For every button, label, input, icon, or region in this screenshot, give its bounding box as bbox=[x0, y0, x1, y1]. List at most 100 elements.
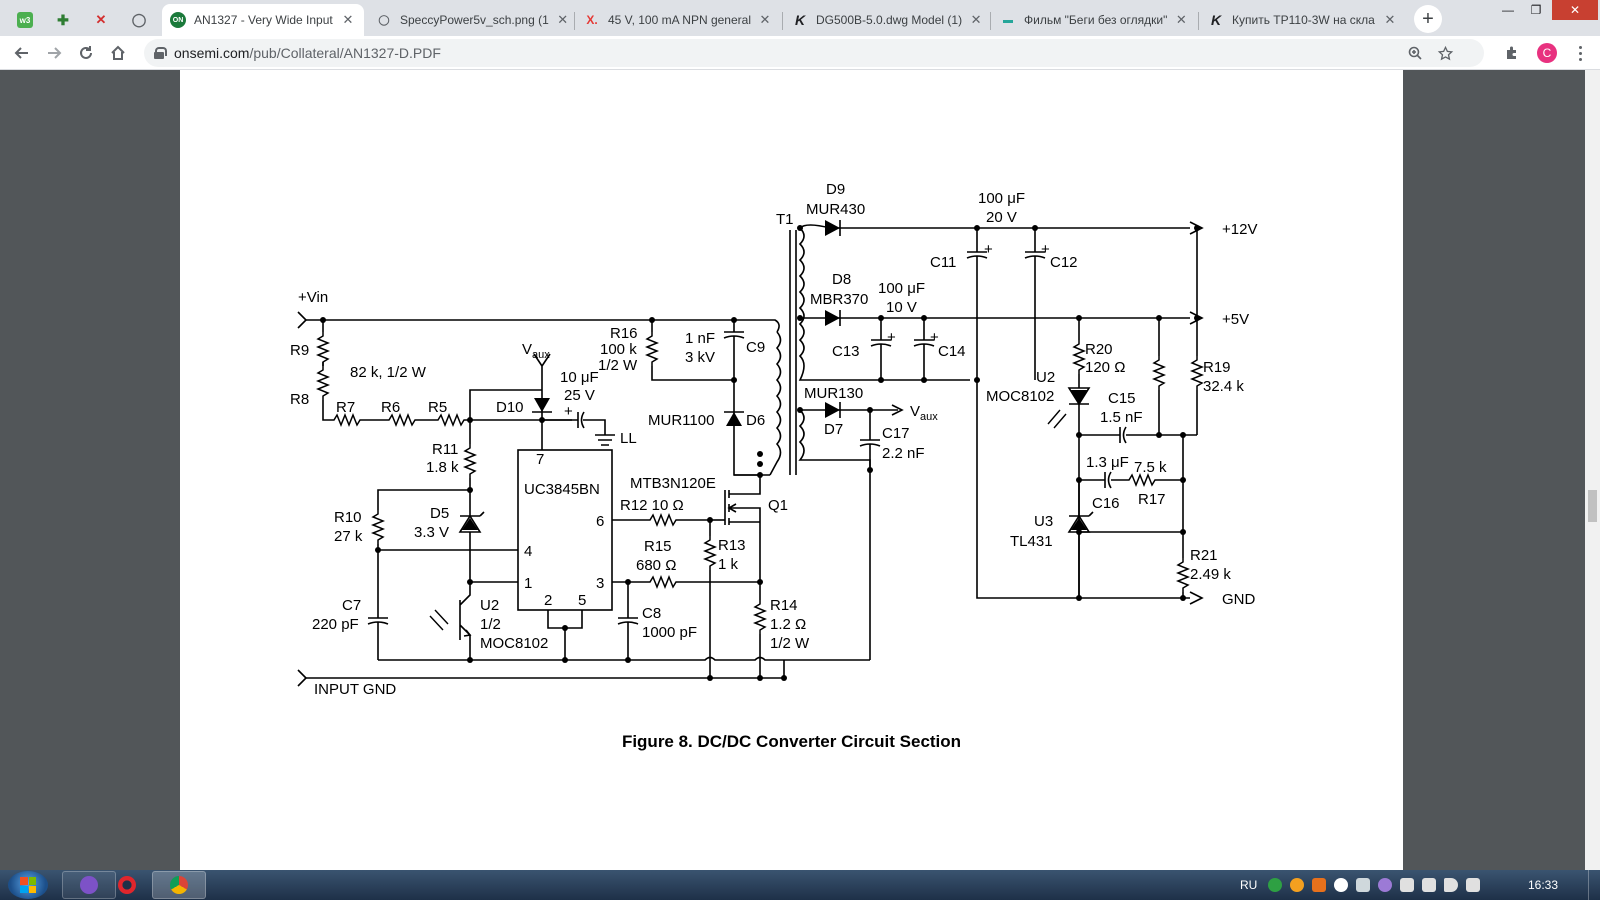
close-tab-icon[interactable]: ✕ bbox=[970, 12, 982, 27]
label-c9: C9 bbox=[746, 339, 765, 356]
lock-icon bbox=[154, 47, 167, 59]
network-icon[interactable] bbox=[1422, 878, 1436, 892]
close-tab-icon[interactable]: ✕ bbox=[342, 12, 354, 27]
label-pin3: 3 bbox=[596, 575, 604, 592]
label-r13: R13 bbox=[718, 537, 746, 554]
sync-icon[interactable] bbox=[1334, 878, 1348, 892]
film-icon: ▬ bbox=[1003, 14, 1013, 26]
tab-title: SpeccyPower5v_sch.png (1 bbox=[400, 13, 549, 27]
label-pin5: 5 bbox=[578, 592, 586, 609]
start-button[interactable] bbox=[8, 871, 48, 899]
label-c13-voltage: 10 V bbox=[886, 299, 917, 316]
tab-title: Купить TP110-3W на скла bbox=[1232, 13, 1375, 27]
new-tab-button[interactable]: + bbox=[1414, 5, 1442, 33]
app-tray-icon[interactable] bbox=[1312, 878, 1326, 892]
bookmark-star-icon[interactable] bbox=[1434, 42, 1456, 64]
pinned-tab-extension[interactable]: ✚ bbox=[46, 4, 80, 36]
puzzle-icon: ✚ bbox=[57, 11, 69, 28]
label-r5: R5 bbox=[428, 399, 447, 416]
dot-icon bbox=[1578, 51, 1582, 55]
close-tab-icon[interactable]: ✕ bbox=[1384, 12, 1396, 27]
label-tl431: TL431 bbox=[1010, 533, 1053, 550]
label-c11: C11 bbox=[930, 254, 956, 271]
scrollbar-thumb[interactable] bbox=[1588, 490, 1597, 522]
label-r14-value: 1.2 Ω bbox=[770, 616, 806, 633]
label-uc3845bn: UC3845BN bbox=[524, 481, 600, 498]
datasheet-icon: X. bbox=[586, 13, 598, 27]
label-r11: R11 bbox=[432, 441, 458, 458]
url-text[interactable]: onsemi.com/pub/Collateral/AN1327-D.PDF bbox=[174, 45, 441, 61]
chrome-icon bbox=[170, 876, 188, 894]
profile-avatar[interactable]: C bbox=[1537, 43, 1557, 63]
tab-npn[interactable]: X. 45 V, 100 mA NPN general ✕ bbox=[576, 4, 780, 36]
shield-icon[interactable] bbox=[1268, 878, 1282, 892]
restore-button[interactable]: ❐ bbox=[1530, 3, 1542, 17]
taskbar-clock[interactable]: 16:33 bbox=[1528, 878, 1559, 892]
taskbar-chrome[interactable] bbox=[152, 871, 206, 899]
label-c12: C12 bbox=[1050, 254, 1078, 271]
label-u2-half: 1/2 bbox=[480, 616, 501, 633]
label-c16-value: 1.3 μF bbox=[1086, 454, 1129, 471]
tab-speccy[interactable]: ◯ SpeccyPower5v_sch.png (1 ✕ bbox=[368, 4, 572, 36]
label-c13-plus: + bbox=[887, 329, 896, 346]
schematic-labels: +Vin R9 R8 82 k, 1/2 W R7 R6 R5 Vaux 10 … bbox=[290, 181, 1257, 698]
close-tab-icon[interactable]: ✕ bbox=[557, 12, 569, 27]
label-c15: C15 bbox=[1108, 390, 1136, 407]
tab-title: DG500B-5.0.dwg Model (1) bbox=[816, 13, 963, 27]
close-tab-icon[interactable]: ✕ bbox=[759, 12, 771, 27]
taskbar-viber[interactable] bbox=[62, 871, 116, 899]
minimize-button[interactable]: — bbox=[1502, 3, 1514, 17]
label-gnd: GND bbox=[1222, 591, 1256, 608]
vertical-scrollbar[interactable] bbox=[1585, 70, 1600, 870]
led-arrows-icon bbox=[429, 409, 1067, 631]
label-r8: R8 bbox=[290, 391, 309, 408]
label-c14-plus: + bbox=[930, 329, 939, 346]
label-moc8102-top: MOC8102 bbox=[986, 388, 1054, 405]
label-r17: R17 bbox=[1138, 491, 1166, 508]
label-c12-voltage: 20 V bbox=[986, 209, 1017, 226]
tab-tp110[interactable]: K Купить TP110-3W на скла ✕ bbox=[1200, 4, 1406, 36]
extensions-button[interactable] bbox=[1498, 39, 1526, 67]
back-button[interactable] bbox=[8, 39, 36, 67]
language-indicator[interactable]: RU bbox=[1240, 878, 1258, 892]
tab-separator bbox=[782, 12, 783, 30]
puzzle-icon bbox=[1507, 46, 1516, 59]
globe-icon: ◯ bbox=[131, 12, 147, 27]
w3-icon: w3 bbox=[17, 12, 33, 28]
reload-button[interactable] bbox=[72, 39, 100, 67]
lightning-icon[interactable] bbox=[1290, 878, 1304, 892]
disk-icon[interactable] bbox=[1356, 878, 1370, 892]
tab-dg500b[interactable]: K DG500B-5.0.dwg Model (1) ✕ bbox=[784, 4, 988, 36]
address-bar[interactable]: onsemi.com/pub/Collateral/AN1327-D.PDF bbox=[144, 39, 1484, 67]
pinned-tab-w3[interactable]: w3 bbox=[8, 4, 42, 36]
volume-icon[interactable] bbox=[1444, 878, 1458, 892]
flag-tray-icon[interactable] bbox=[1400, 878, 1414, 892]
label-c16: C16 bbox=[1092, 495, 1120, 512]
label-u3: U3 bbox=[1034, 513, 1053, 530]
label-mur130: MUR130 bbox=[804, 385, 863, 402]
label-d6: D6 bbox=[746, 412, 765, 429]
label-pin1: 1 bbox=[524, 575, 532, 592]
show-desktop-button[interactable] bbox=[1588, 870, 1600, 900]
action-center-icon[interactable] bbox=[1466, 878, 1480, 892]
windows-taskbar: RU 16:33 bbox=[0, 870, 1600, 900]
window-close-button[interactable]: ✕ bbox=[1552, 0, 1598, 20]
pinned-tab-figure[interactable]: ✕ bbox=[84, 4, 118, 36]
label-d9: D9 bbox=[826, 181, 845, 198]
pdf-viewer[interactable]: +Vin R9 R8 82 k, 1/2 W R7 R6 R5 Vaux 10 … bbox=[0, 70, 1600, 870]
browser-menu-button[interactable] bbox=[1568, 39, 1592, 67]
taskbar-opera[interactable] bbox=[100, 871, 154, 899]
close-tab-icon[interactable]: ✕ bbox=[1175, 12, 1187, 27]
pinned-tab-globe[interactable]: ◯ bbox=[122, 4, 156, 36]
label-c7-value: 220 pF bbox=[312, 616, 359, 633]
onsemi-icon: ON bbox=[170, 12, 186, 28]
tab-an1327[interactable]: ON AN1327 - Very Wide Input ✕ bbox=[162, 4, 364, 36]
zoom-icon[interactable] bbox=[1404, 42, 1426, 64]
viber-tray-icon[interactable] bbox=[1378, 878, 1392, 892]
label-d5-value: 3.3 V bbox=[414, 524, 449, 541]
forward-button[interactable] bbox=[40, 39, 68, 67]
label-c13: C13 bbox=[832, 343, 860, 360]
label-r10: R10 bbox=[334, 509, 362, 526]
tab-film[interactable]: ▬ Фильм "Беги без оглядки" ✕ bbox=[992, 4, 1196, 36]
home-button[interactable] bbox=[104, 39, 132, 67]
